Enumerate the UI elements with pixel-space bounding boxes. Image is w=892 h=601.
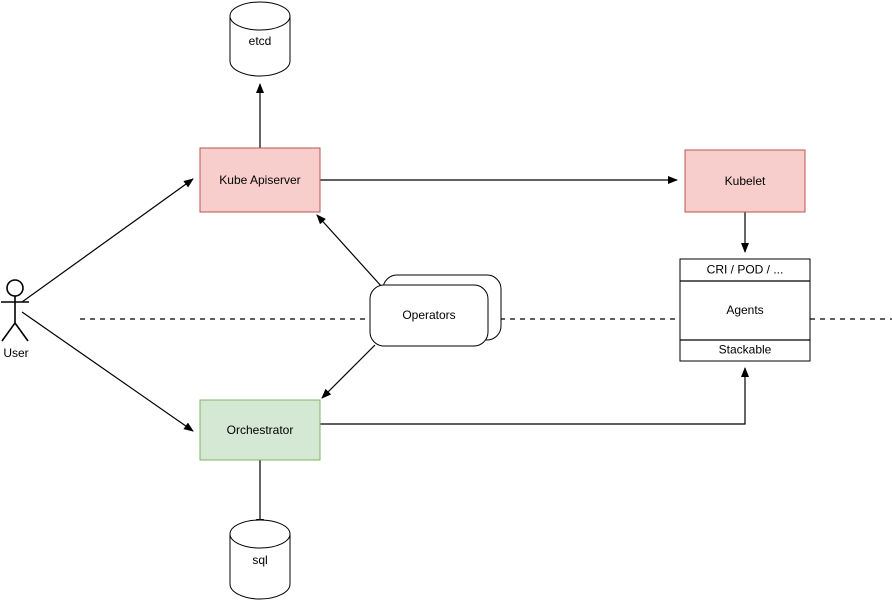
kube-apiserver-label: Kube Apiserver: [219, 173, 300, 187]
agents-outer-box: [679, 258, 811, 362]
actor-user[interactable]: User: [1, 279, 29, 360]
node-kubelet[interactable]: Kubelet: [684, 149, 806, 213]
node-orchestrator[interactable]: Orchestrator: [199, 399, 321, 461]
node-agents[interactable]: CRI / POD / ... Agents Stackable: [679, 258, 811, 362]
etcd-cylinder-top-icon: [229, 1, 291, 31]
sql-cylinder-top-icon: [229, 519, 291, 549]
datastore-etcd[interactable]: etcd: [229, 1, 291, 77]
actor-head-icon: [6, 279, 24, 297]
actor-user-label: User: [3, 346, 28, 360]
actor-leg-left-icon: [1, 322, 16, 342]
edge-operators-to-orchestrator: [321, 344, 376, 399]
agents-body-label: Agents: [726, 303, 763, 317]
edge-user-to-apiserver: [21, 178, 194, 303]
node-kube-apiserver[interactable]: Kube Apiserver: [199, 147, 321, 213]
edge-user-to-orchestrator: [21, 311, 194, 432]
kubelet-box: [684, 149, 806, 213]
actor-leg-right-icon: [14, 322, 29, 342]
datastore-sql[interactable]: sql: [229, 519, 291, 600]
kube-apiserver-box: [199, 147, 321, 213]
agents-footer-label: Stackable: [719, 343, 772, 357]
orchestrator-label: Orchestrator: [227, 423, 294, 437]
orchestrator-box: [199, 399, 321, 461]
operators-front-layer: [369, 284, 489, 347]
edge-operators-to-apiserver: [316, 214, 383, 288]
agents-header-label: CRI / POD / ...: [707, 263, 784, 277]
kubelet-label: Kubelet: [725, 174, 766, 188]
sql-cylinder-body-icon: [229, 533, 291, 600]
etcd-label: etcd: [249, 34, 272, 48]
etcd-cylinder-body-icon: [229, 15, 291, 77]
node-operators[interactable]: Operators: [369, 274, 502, 347]
edge-orchestrator-to-stackable: [320, 367, 749, 425]
edges: [21, 83, 749, 529]
sql-label: sql: [252, 553, 267, 567]
operators-label: Operators: [402, 308, 455, 322]
